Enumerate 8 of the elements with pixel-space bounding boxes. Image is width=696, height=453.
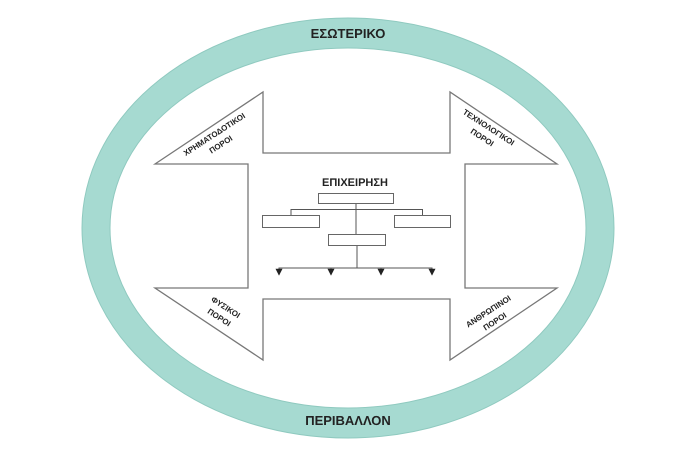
org-chart-box [318, 193, 394, 204]
org-chart-box [394, 215, 451, 228]
ring-label: ΕΣΩΤΕΡΙΚΟ [310, 26, 386, 41]
org-chart-box [328, 234, 386, 246]
arrow [356, 246, 436, 276]
org-chart-box [262, 215, 320, 228]
ring-label: ΠΕΡΙΒΑΛΛΟΝ [305, 413, 391, 428]
business-title: ΕΠΙΧΕΙΡΗΣΗ [322, 177, 388, 189]
